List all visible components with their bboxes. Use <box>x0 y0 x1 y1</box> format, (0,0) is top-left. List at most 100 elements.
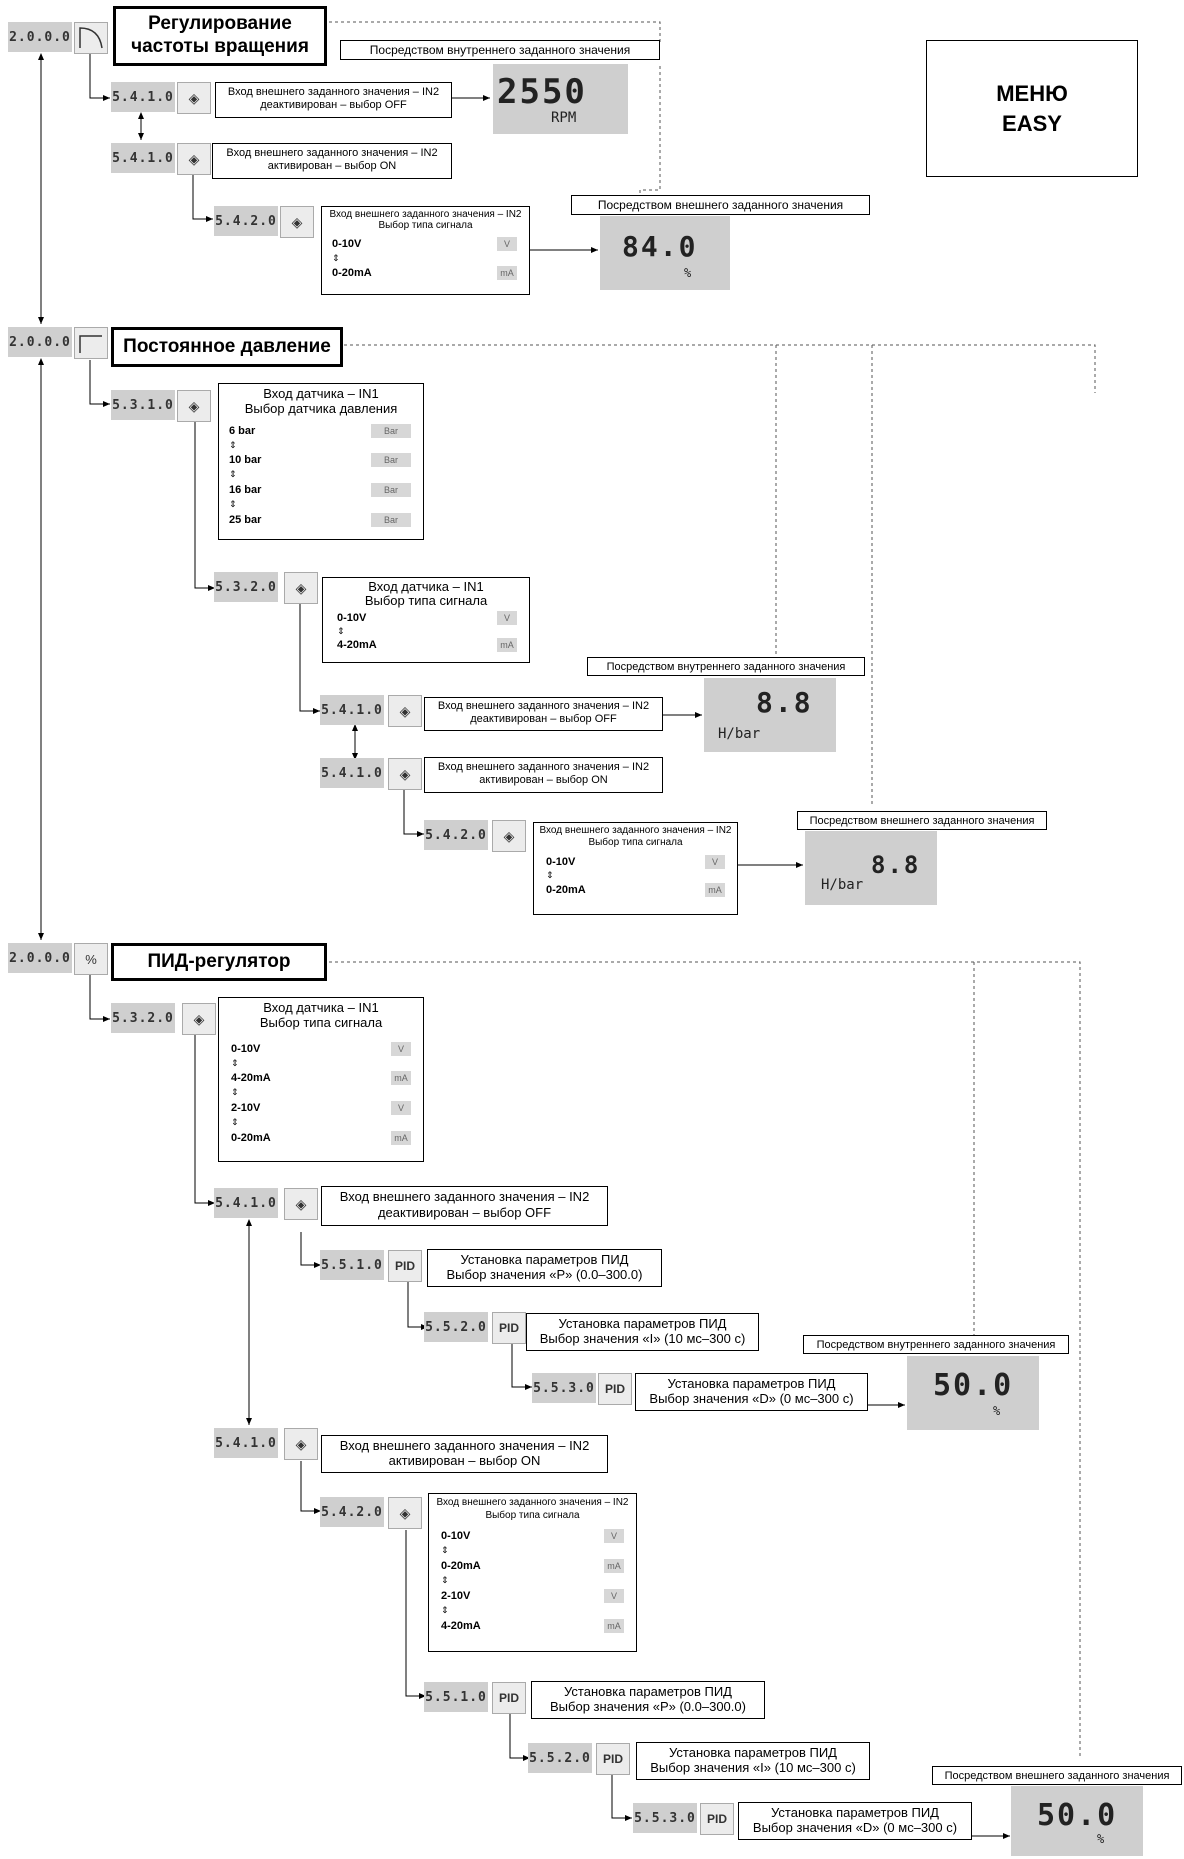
code-5320-1: 5.3.2.0 <box>214 572 278 602</box>
pid-d: Выбор значения «D» (0 мс–300 с) <box>649 1391 854 1406</box>
sig-arrow: ⇕ <box>441 1575 449 1585</box>
code-5510-2: 5.5.1.0 <box>424 1682 488 1712</box>
pid-d-icon: PID <box>598 1373 632 1405</box>
speed-title-l1: Регулирование <box>148 13 292 35</box>
rpm-value: 2550 <box>497 72 587 112</box>
in2-on-l1: Вход внешнего заданного значения – IN2 <box>339 1438 590 1453</box>
in2-type-l2: Выбор типа сигнала <box>378 220 473 231</box>
pid-i-icon: PID <box>596 1743 630 1775</box>
code-5530-2: 5.5.3.0 <box>633 1803 697 1833</box>
sig-2-10v: 2-10V <box>441 1590 471 1602</box>
pid-percent-icon: % <box>74 943 108 975</box>
in1-type-l2: Выбор типа сигнала <box>259 1015 383 1030</box>
code-5320-2: 5.3.2.0 <box>111 1003 175 1033</box>
in2-on-l2: активирован – выбор ON <box>267 160 397 172</box>
code-5520-1: 5.5.2.0 <box>424 1312 488 1342</box>
note-external-3: Посредством внешнего заданного значения <box>932 1766 1182 1785</box>
code-5410-on-3: 5.4.1.0 <box>214 1428 278 1458</box>
code-5420-3: 5.4.2.0 <box>320 1497 384 1527</box>
sig-0-10v: 0-10V <box>231 1043 261 1055</box>
sig-4-20ma: 4-20mA <box>441 1620 481 1632</box>
sig-arrow: ⇕ <box>441 1605 449 1615</box>
input-icon: ◈ <box>280 206 314 238</box>
input-icon: ◈ <box>388 1497 422 1529</box>
sig-arrow: ⇕ <box>332 253 340 263</box>
code-5410-on-2: 5.4.1.0 <box>320 758 384 788</box>
signal-list-1: 0-10V V ⇕ 0-20mA mA <box>321 232 530 295</box>
sig-arrow: ⇕ <box>546 870 554 880</box>
sig-0-10v: 0-10V <box>441 1530 471 1542</box>
pid-hdr: Установка параметров ПИД <box>667 1376 836 1391</box>
speed-curve-icon <box>74 22 108 54</box>
display-pid-2: 50.0 % <box>1011 1786 1143 1856</box>
unit-ma: mA <box>391 1071 411 1085</box>
input-icon: ◈ <box>284 1188 318 1220</box>
in2-on-l2: активирован – выбор ON <box>479 774 608 786</box>
code-2000-speed: 2.0.0.0 <box>8 22 72 52</box>
unit-v: V <box>604 1589 624 1603</box>
in2-on-l2: активирован – выбор ON <box>388 1453 541 1468</box>
display-pid-1: 50.0 % <box>907 1356 1039 1430</box>
unit-v: V <box>391 1101 411 1115</box>
sig-arrow: ⇕ <box>229 440 237 450</box>
flat-line-icon <box>74 327 108 359</box>
sig-4-20ma: 4-20mA <box>337 639 377 651</box>
in1-l1: Вход датчика – IN1 <box>263 1000 379 1015</box>
code-5510-1: 5.5.1.0 <box>320 1250 384 1280</box>
sig-2-10v: 2-10V <box>231 1102 261 1114</box>
input-icon: ◈ <box>177 143 211 175</box>
note-internal-2: Посредством внутреннего заданного значен… <box>587 657 865 676</box>
pct-unit: % <box>684 266 692 280</box>
menu-line2: EASY <box>1002 110 1062 136</box>
pid-hdr: Установка параметров ПИД <box>460 1252 629 1267</box>
section-title-pid: ПИД-регулятор <box>111 943 327 981</box>
input-icon: ◈ <box>388 758 422 790</box>
sig-arrow: ⇕ <box>231 1117 239 1127</box>
pid-hdr: Установка параметров ПИД <box>771 1805 939 1820</box>
pid-value: 50.0 <box>933 1368 1014 1403</box>
display-hbar-2: 8.8 H/bar <box>805 831 937 905</box>
input-icon: ◈ <box>182 1003 216 1035</box>
sig-10bar: 10 bar <box>229 454 262 466</box>
section-title-pressure: Постоянное давление <box>111 327 343 367</box>
in2-type-l2: Выбор типа сигнала <box>485 1510 580 1521</box>
pressure-list: 6 bar Bar ⇕ 10 bar Bar ⇕ 16 bar Bar ⇕ 25… <box>218 417 424 540</box>
in2-off-l1: Вход внешнего заданного значения – IN2 <box>227 86 440 98</box>
input-icon: ◈ <box>177 82 211 114</box>
note-external-2: Посредством внешнего заданного значения <box>797 811 1047 830</box>
in1-l1: Вход датчика – IN1 <box>368 579 484 594</box>
unit-ma: mA <box>604 1619 624 1633</box>
unit-ma: mA <box>497 638 517 652</box>
unit-ma: mA <box>497 266 517 280</box>
code-5410-off-3: 5.4.1.0 <box>214 1188 278 1218</box>
code-5420-2: 5.4.2.0 <box>424 820 488 850</box>
unit-v: V <box>604 1529 624 1543</box>
in2-off-l2: деактивирован – выбор OFF <box>470 713 617 725</box>
signal-list-2: 0-10V V ⇕ 4-20mA mA <box>322 609 530 663</box>
unit-ma: mA <box>391 1131 411 1145</box>
input-icon: ◈ <box>284 572 318 604</box>
pid-d-icon: PID <box>700 1803 734 1835</box>
input-icon: ◈ <box>284 1428 318 1460</box>
code-5410-off-1: 5.4.1.0 <box>111 82 175 112</box>
in2-off-l1: Вход внешнего заданного значения – IN2 <box>339 1189 590 1204</box>
input-icon: ◈ <box>492 820 526 852</box>
sig-16bar: 16 bar <box>229 484 262 496</box>
code-2000-pressure: 2.0.0.0 <box>8 327 72 357</box>
in1-press-l2: Выбор датчика давления <box>244 401 398 416</box>
unit-ma: mA <box>604 1559 624 1573</box>
pid-d: Выбор значения «D» (0 мс–300 с) <box>752 1820 958 1835</box>
note-internal-1: Посредством внутреннего заданного значен… <box>340 40 660 60</box>
